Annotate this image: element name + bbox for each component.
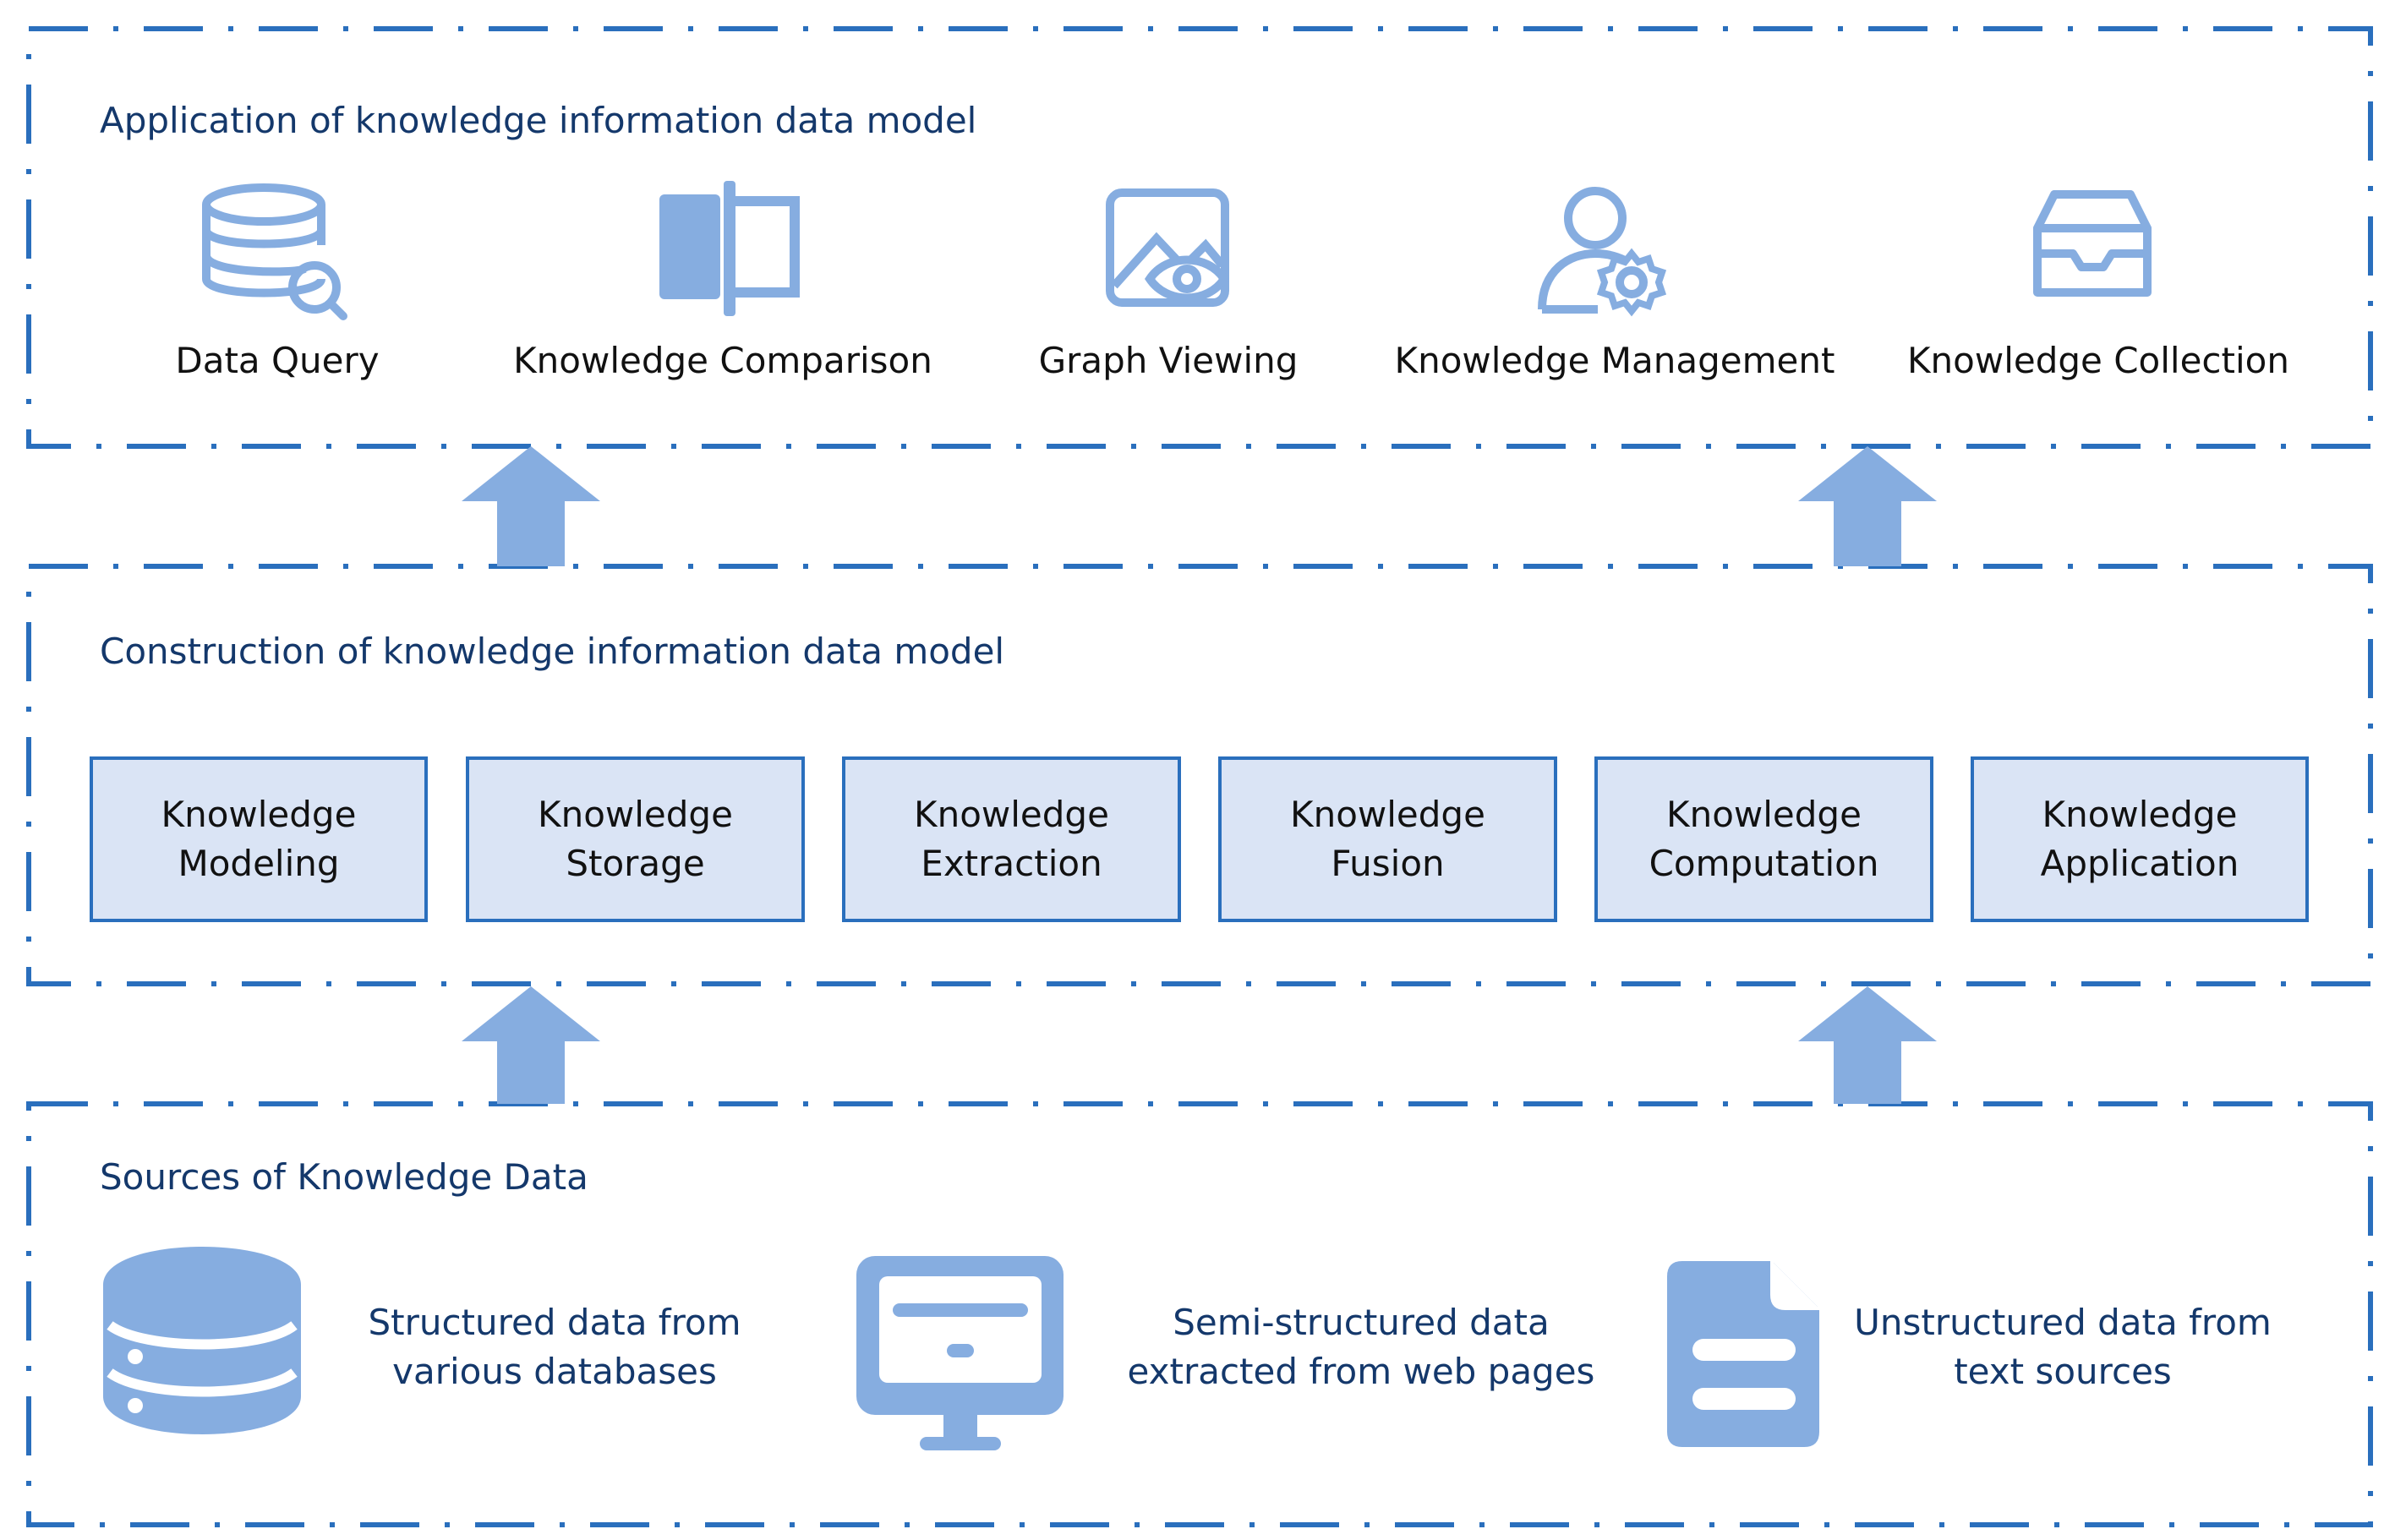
step-line2: Computation xyxy=(1649,843,1879,884)
step-knowledge-extraction[interactable]: Knowledge Extraction xyxy=(844,758,1179,920)
step-knowledge-modeling[interactable]: Knowledge Modeling xyxy=(91,758,426,920)
arrow-up-right-top xyxy=(1798,446,1937,566)
step-line2: Application xyxy=(2040,843,2239,884)
document-icon xyxy=(1667,1261,1819,1447)
step-line2: Fusion xyxy=(1331,843,1445,884)
step-box-extraction xyxy=(842,756,1181,922)
source-line2: text sources xyxy=(1954,1351,2172,1392)
database-icon xyxy=(103,1247,301,1434)
step-line1: Knowledge xyxy=(2042,794,2238,835)
image-view-icon xyxy=(1106,188,1230,307)
step-box-storage xyxy=(466,756,805,922)
label-knowledge-comparison[interactable]: Knowledge Comparison xyxy=(513,340,932,381)
source-unstructured-text: Unstructured data from text sources xyxy=(1826,1298,2299,1396)
sources-layer-border xyxy=(26,1101,2373,1527)
arrow-up-right-bottom xyxy=(1798,986,1937,1104)
step-box-application xyxy=(1971,756,2309,922)
source-line1: Semi-structured data xyxy=(1173,1302,1550,1343)
step-knowledge-computation[interactable]: Knowledge Computation xyxy=(1596,758,1932,920)
step-line1: Knowledge xyxy=(914,794,1109,835)
arrow-up-left-bottom xyxy=(462,986,600,1104)
label-knowledge-management[interactable]: Knowledge Management xyxy=(1394,340,1835,381)
step-line2: Storage xyxy=(566,843,705,884)
arrow-up-left-top xyxy=(462,446,600,566)
user-settings-icon xyxy=(1538,187,1667,317)
construction-layer-title: Construction of knowledge information da… xyxy=(100,631,1005,672)
step-box-fusion xyxy=(1218,756,1557,922)
step-line1: Knowledge xyxy=(1666,794,1862,835)
step-knowledge-application[interactable]: Knowledge Application xyxy=(1972,758,2307,920)
source-semi-structured-text: Semi-structured data extracted from web … xyxy=(1082,1298,1640,1396)
source-line2: various databases xyxy=(392,1351,717,1392)
source-line2: extracted from web pages xyxy=(1127,1351,1595,1392)
step-line2: Extraction xyxy=(921,843,1102,884)
step-knowledge-fusion[interactable]: Knowledge Fusion xyxy=(1220,758,1556,920)
inbox-tray-icon xyxy=(2033,190,2152,297)
step-line1: Knowledge xyxy=(538,794,733,835)
source-structured-text: Structured data from various databases xyxy=(318,1298,791,1396)
step-line1: Knowledge xyxy=(1290,794,1485,835)
construction-layer-border xyxy=(26,564,2373,986)
application-layer-border xyxy=(26,26,2373,449)
label-graph-viewing[interactable]: Graph Viewing xyxy=(1038,340,1299,381)
step-box-modeling xyxy=(90,756,428,922)
step-knowledge-storage[interactable]: Knowledge Storage xyxy=(468,758,803,920)
step-line1: Knowledge xyxy=(161,794,357,835)
step-box-computation xyxy=(1594,756,1933,922)
source-line1: Structured data from xyxy=(368,1302,741,1343)
sources-layer-title: Sources of Knowledge Data xyxy=(100,1156,588,1198)
label-knowledge-collection[interactable]: Knowledge Collection xyxy=(1907,340,2289,381)
monitor-icon xyxy=(856,1256,1064,1450)
label-data-query[interactable]: Data Query xyxy=(175,340,380,381)
source-line1: Unstructured data from xyxy=(1854,1302,2272,1343)
application-layer-title: Application of knowledge information dat… xyxy=(100,100,977,141)
database-search-icon xyxy=(202,183,347,320)
step-line2: Modeling xyxy=(178,843,340,884)
split-panel-icon xyxy=(659,181,800,316)
